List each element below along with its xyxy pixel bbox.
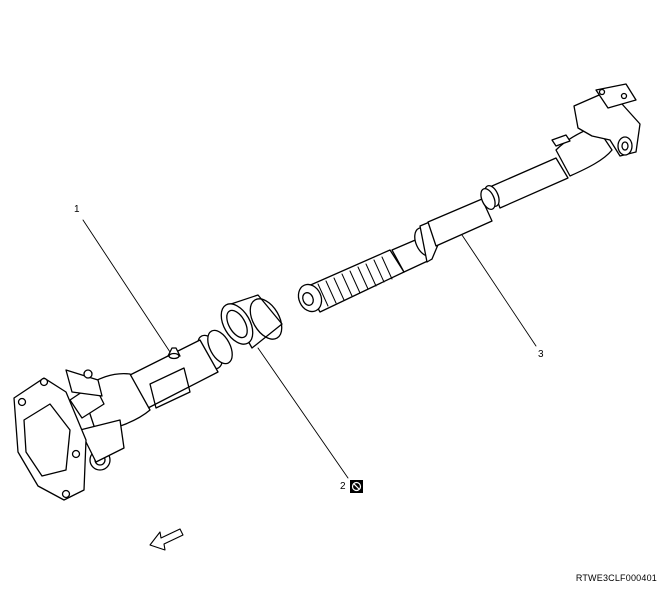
callout-label-1: 1 [74, 204, 80, 215]
slip-shaft-assembly [297, 83, 641, 313]
oil-seal [220, 294, 283, 349]
direction-arrow-icon [149, 528, 184, 551]
shaft-tube-upper [491, 157, 569, 209]
no-reuse-icon [350, 480, 363, 493]
shaft-tube-lower [427, 198, 493, 247]
callout-label-2: 2 [340, 481, 346, 492]
leader-line-2 [257, 347, 349, 479]
figure-id: RTWE3CLF000401 [575, 573, 657, 583]
leader-line-3 [461, 234, 537, 347]
front-shaft-assembly [13, 329, 233, 501]
leader-lines [82, 219, 537, 479]
callout-label-3: 3 [538, 349, 544, 360]
leader-line-1 [82, 219, 171, 353]
